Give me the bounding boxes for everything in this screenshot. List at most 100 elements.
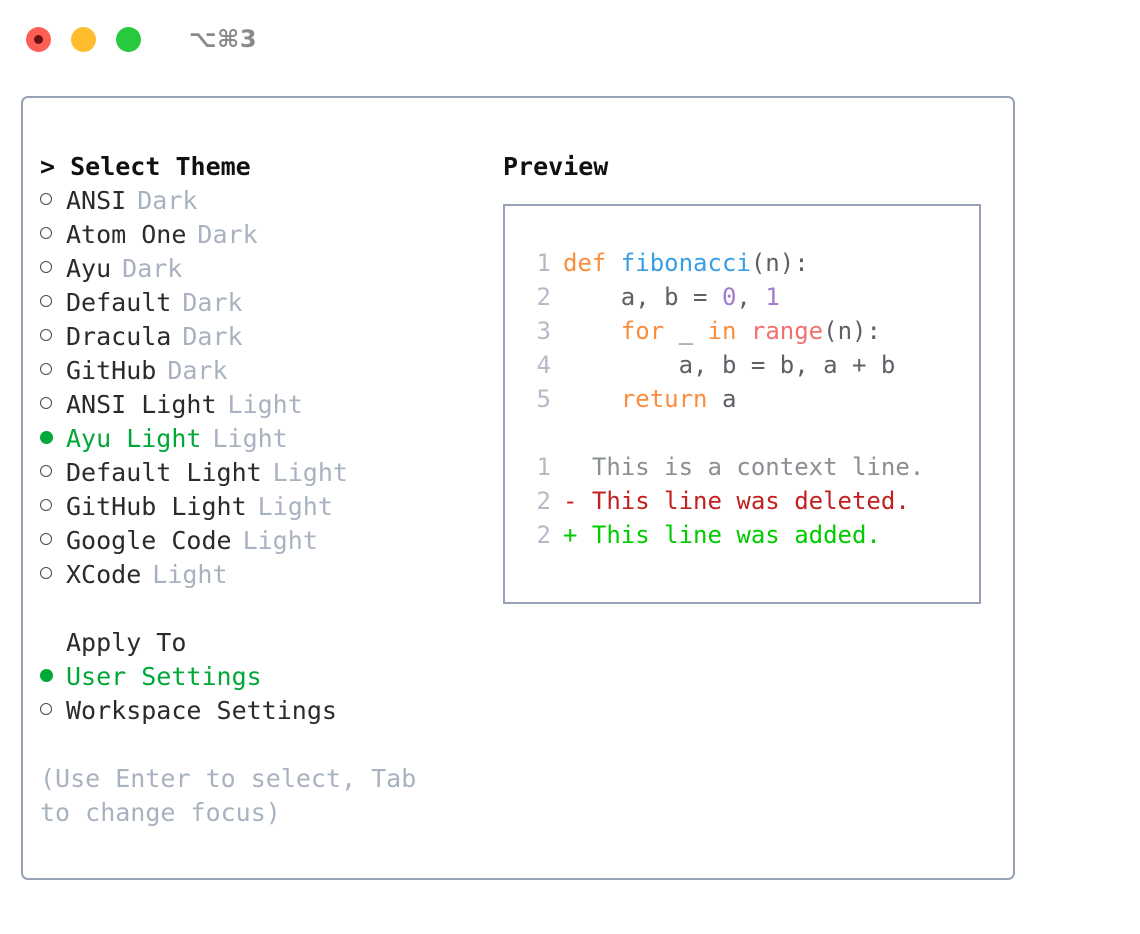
theme-variant-tag: Dark (197, 220, 258, 249)
radio-marker (40, 694, 66, 728)
radio-marker (40, 422, 66, 456)
theme-variant-tag: Light (227, 390, 303, 419)
radio-unselected-icon (40, 499, 52, 511)
radio-marker (40, 660, 66, 694)
theme-name-label: GitHub Light (66, 492, 247, 521)
theme-name-label: Dracula (66, 322, 172, 351)
diff-text-ctx: This is a context line. (563, 453, 925, 481)
radio-marker (40, 354, 66, 388)
radio-unselected-icon (40, 227, 52, 239)
theme-name-label: Atom One (66, 220, 187, 249)
radio-selected-icon (40, 668, 53, 682)
radio-marker (40, 558, 66, 592)
code-token-txt: _ (664, 317, 708, 345)
line-number: 4 (536, 351, 551, 379)
radio-marker (40, 184, 66, 218)
theme-variant-tag: Light (152, 560, 228, 589)
theme-list-item[interactable]: Atom One Dark (40, 218, 493, 252)
title-bar: ⌥⌘3 (0, 0, 1140, 78)
radio-unselected-icon (40, 567, 52, 579)
radio-unselected-icon (40, 397, 52, 409)
code-line: 3 for _ in range(n): (523, 314, 979, 348)
code-token-txt: a (707, 385, 737, 413)
theme-list-item[interactable]: ANSI Dark (40, 184, 493, 218)
apply-to-heading: Apply To (66, 628, 187, 657)
theme-name-label: Default (66, 288, 172, 317)
line-number: 2 (536, 487, 551, 515)
radio-marker (40, 388, 66, 422)
theme-variant-tag: Dark (182, 322, 243, 351)
radio-marker (40, 218, 66, 252)
code-token-kw: def (563, 249, 621, 277)
theme-name-label: ANSI (66, 186, 127, 215)
code-token-fn: fibonacci (620, 249, 751, 277)
code-token-txt: (n): (823, 317, 881, 345)
select-theme-heading: > Select Theme (40, 152, 251, 181)
section-spacer (40, 592, 493, 626)
radio-selected-icon (40, 430, 53, 444)
theme-variant-tag: Dark (137, 186, 198, 215)
preview-heading: Preview (503, 152, 609, 181)
radio-unselected-icon (40, 465, 52, 477)
code-token-txt (563, 317, 621, 345)
radio-marker (40, 286, 66, 320)
code-line: 4 a, b = b, a + b (523, 348, 979, 382)
code-token-kw: return (620, 385, 708, 413)
apply-to-item[interactable]: Workspace Settings (40, 694, 493, 728)
code-token-kw: for (620, 317, 665, 345)
code-token-kw: in (707, 317, 737, 345)
theme-name-label: GitHub (66, 356, 157, 385)
keyboard-hint-text: (Use Enter to select, Tab to change focu… (40, 764, 432, 827)
radio-marker (40, 252, 66, 286)
close-button[interactable] (26, 26, 51, 52)
line-number: 3 (536, 317, 551, 345)
code-blank-line (523, 416, 979, 450)
line-number: 5 (536, 385, 551, 413)
theme-variant-tag: Dark (167, 356, 228, 385)
line-number: 1 (536, 453, 551, 481)
theme-name-label: Default Light (66, 458, 262, 487)
code-token-txt (736, 317, 750, 345)
diff-line: 2+ This line was added. (523, 518, 979, 552)
theme-variant-tag: Dark (122, 254, 183, 283)
radio-unselected-icon (40, 363, 52, 375)
line-number: 2 (536, 283, 551, 311)
diff-line: 2- This line was deleted. (523, 484, 979, 518)
code-line: 2 a, b = 0, 1 (523, 280, 979, 314)
theme-list-item[interactable]: GitHub Dark (40, 354, 493, 388)
theme-list-item[interactable]: Dracula Dark (40, 320, 493, 354)
radio-unselected-icon (40, 329, 52, 341)
diff-sample: 1 This is a context line. 2- This line wa… (523, 450, 979, 552)
radio-unselected-icon (40, 261, 52, 273)
apply-to-item[interactable]: User Settings (40, 660, 493, 694)
code-token-txt: a, b = b, a + b (563, 351, 896, 379)
maximize-button[interactable] (116, 26, 141, 52)
theme-name-label: Ayu Light (66, 424, 202, 453)
radio-unselected-icon (40, 193, 52, 205)
radio-marker (40, 490, 66, 524)
radio-unselected-icon (40, 533, 52, 545)
minimize-button[interactable] (71, 26, 96, 52)
window-controls (26, 26, 141, 52)
theme-name-label: XCode (66, 560, 142, 589)
theme-name-label: Google Code (66, 526, 232, 555)
code-token-call: range (750, 317, 824, 345)
line-number: 1 (536, 249, 551, 277)
theme-list-item[interactable]: XCode Light (40, 558, 493, 592)
code-token-num: 1 (765, 283, 780, 311)
radio-marker (40, 456, 66, 490)
